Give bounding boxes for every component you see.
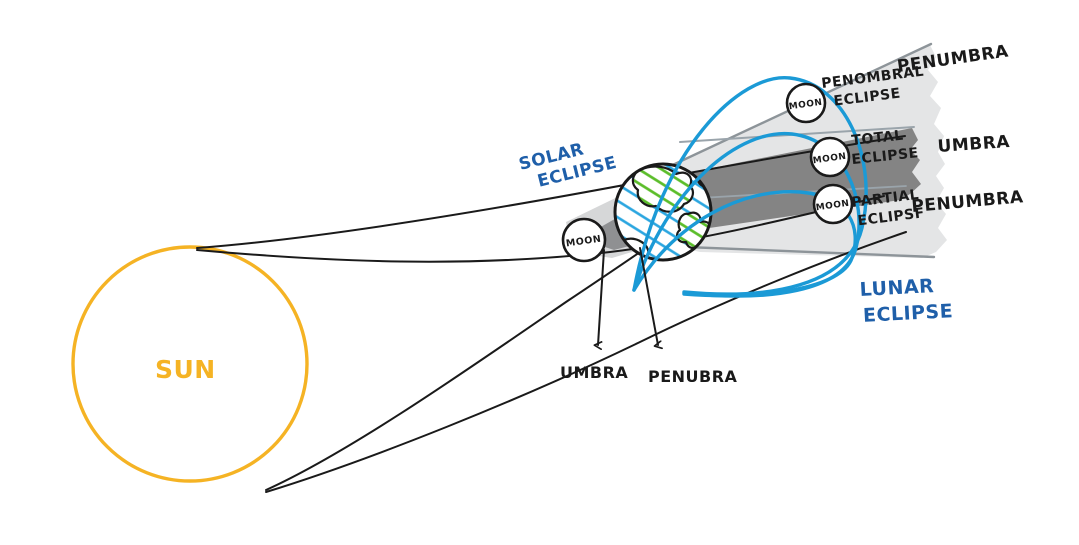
moon-positions: MOON MOON MOON MOON: [561, 82, 854, 263]
umbra-right-label: UMBRA: [937, 132, 1011, 157]
sun-label: SUN: [155, 355, 216, 384]
solar-eclipse-label: SOLAR ECLIPSE: [517, 139, 619, 191]
moon-label: MOON: [565, 234, 602, 250]
moon-circle: [812, 183, 854, 225]
callout-arrows: [598, 247, 658, 345]
moon-total-eclipse: MOON: [809, 136, 851, 178]
total-eclipse-line1: TOTAL: [851, 128, 905, 149]
moon-solar-eclipse: MOON: [561, 217, 607, 263]
penumbra-top-label: PENUMBRA: [896, 41, 1010, 76]
moon-label: MOON: [815, 199, 850, 214]
sun: SUN: [71, 245, 309, 483]
penumbra-callout-label: PENUBRA: [648, 367, 738, 386]
lunar-eclipse-line1: LUNAR: [859, 275, 935, 301]
umbra-callout-label: UMBRA: [560, 363, 628, 382]
ray-bottom-inner: [265, 231, 907, 493]
total-eclipse-label: TOTAL ECLIPSE: [851, 128, 920, 168]
moon-circle: [561, 217, 607, 263]
total-eclipse-line2: ECLIPSE: [851, 145, 920, 168]
moon-circle: [785, 82, 827, 124]
moon-penumbral-eclipse: MOON: [785, 82, 827, 124]
penumbra-edge-bottom: [659, 244, 936, 259]
penumbra-callout-arrow: [639, 247, 658, 345]
lunar-eclipse-label: LUNAR ECLIPSE: [859, 275, 954, 327]
orbit-arc-outer: [632, 76, 868, 296]
lunar-eclipse-line2: ECLIPSE: [862, 300, 953, 327]
moon-label: MOON: [812, 152, 847, 167]
moon-partial-eclipse: MOON: [812, 183, 854, 225]
umbra-callout-arrow: [598, 249, 605, 345]
moon-circle: [809, 136, 851, 178]
moon-label: MOON: [788, 98, 823, 113]
sun-circle: [71, 245, 309, 483]
